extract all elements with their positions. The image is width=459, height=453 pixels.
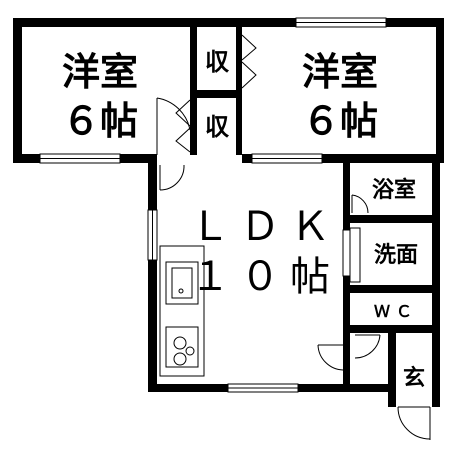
stove bbox=[165, 326, 199, 368]
room-western-left-name: 洋室 bbox=[62, 50, 138, 94]
doors bbox=[156, 34, 431, 440]
room-ldk-name: ＬＤＫ bbox=[190, 204, 340, 250]
washroom-label: 洗面 bbox=[374, 243, 418, 268]
room-western-right: 洋室 ６帖 bbox=[302, 50, 378, 143]
room-western-right-name: 洋室 bbox=[302, 50, 378, 94]
storage-upper-label: 収 bbox=[205, 48, 230, 76]
storage-lower-label: 収 bbox=[205, 113, 230, 141]
kitchen-counter bbox=[159, 245, 205, 377]
room-western-left: 洋室 ６帖 bbox=[62, 50, 138, 143]
room-western-left-size: ６帖 bbox=[62, 99, 138, 143]
washroom-vanity bbox=[349, 227, 361, 283]
room-western-right-size: ６帖 bbox=[302, 99, 378, 143]
windows bbox=[39, 17, 387, 393]
room-ldk-size: １０帖 bbox=[190, 254, 340, 300]
bathroom-label: 浴室 bbox=[372, 177, 416, 203]
entrance-label: 玄 bbox=[403, 365, 425, 391]
room-ldk: ＬＤＫ １０帖 bbox=[190, 204, 340, 300]
toilet-label: ＷＣ bbox=[374, 302, 418, 321]
